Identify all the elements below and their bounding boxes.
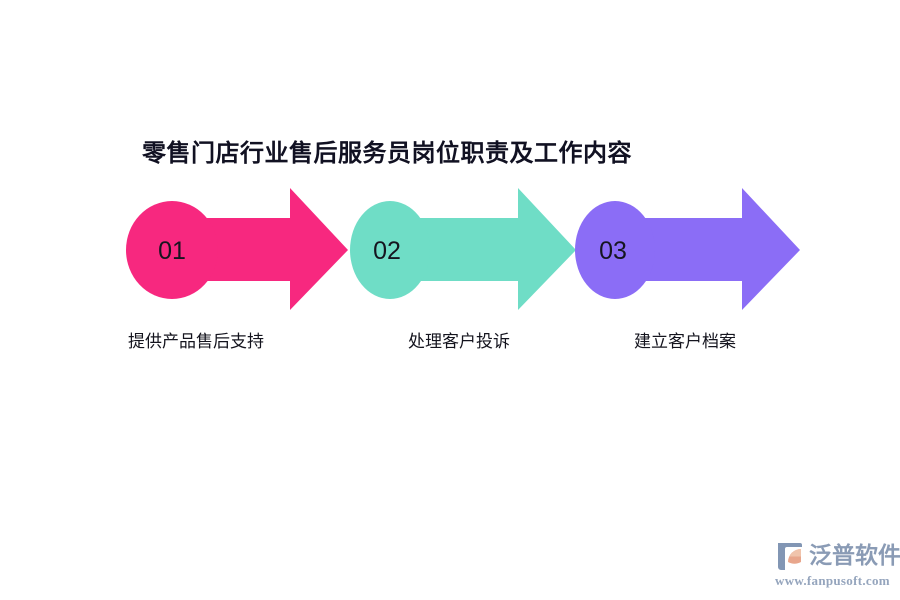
process-step-3[interactable]: 03 <box>575 188 800 310</box>
step-1-badge <box>126 201 218 299</box>
page-title: 零售门店行业售后服务员岗位职责及工作内容 <box>142 140 632 167</box>
watermark-brand-name: 泛普软件 <box>809 542 900 568</box>
step-2-caption: 处理客户投诉 <box>408 332 510 351</box>
process-step-1[interactable]: 01 <box>126 188 348 310</box>
watermark-logo: 泛普软件 www.fanpusoft.com <box>775 538 900 590</box>
step-3-arrow <box>628 188 800 310</box>
step-2-number: 02 <box>373 237 401 265</box>
process-step-2[interactable]: 02 <box>350 188 576 310</box>
step-2-badge <box>350 201 430 299</box>
step-1-caption: 提供产品售后支持 <box>128 332 264 351</box>
step-1-number: 01 <box>158 237 186 265</box>
watermark-url: www.fanpusoft.com <box>775 573 890 588</box>
step-3-badge <box>575 201 655 299</box>
step-1-arrow <box>175 188 348 310</box>
fanpu-logo-icon <box>778 542 805 570</box>
step-3-caption: 建立客户档案 <box>634 332 736 351</box>
step-3-number: 03 <box>599 237 627 265</box>
step-2-arrow <box>403 188 576 310</box>
